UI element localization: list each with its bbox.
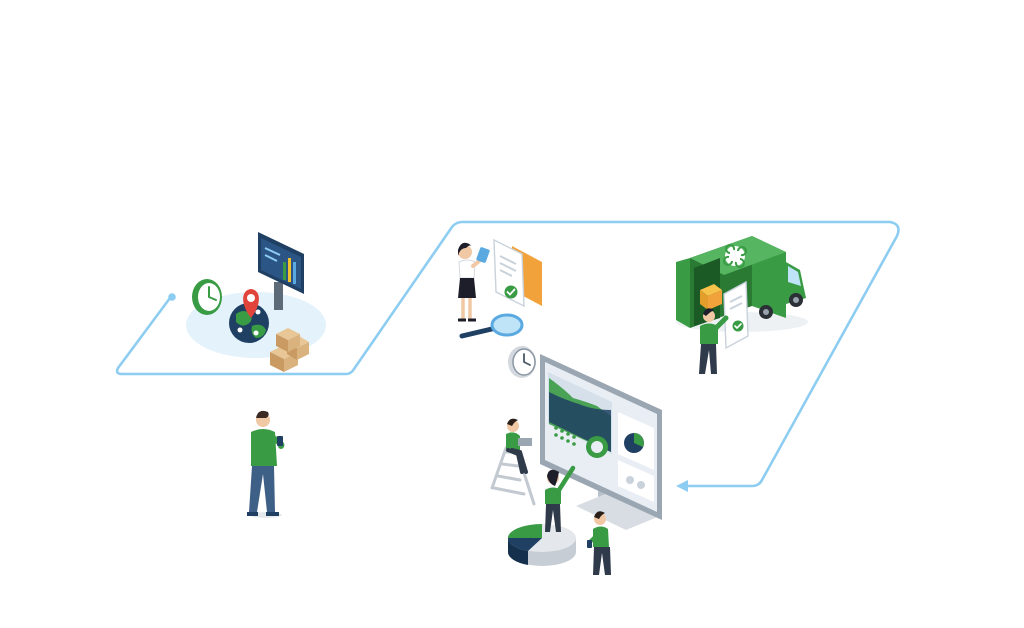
courier-icon bbox=[699, 280, 749, 374]
clock-icon bbox=[192, 279, 222, 315]
globe-icon bbox=[229, 303, 269, 343]
presenter-woman-icon bbox=[545, 465, 576, 532]
flow-arrowhead-icon bbox=[676, 480, 688, 492]
ladder-worker-icon bbox=[490, 418, 536, 506]
map-pin-icon bbox=[243, 289, 259, 318]
monitor-icon bbox=[258, 232, 304, 310]
flow-start-dot bbox=[168, 293, 176, 301]
document-check-icon bbox=[493, 238, 542, 308]
pie-chart-icon bbox=[507, 524, 576, 566]
wall-clock-icon bbox=[508, 346, 536, 378]
magnifier-icon bbox=[459, 313, 524, 339]
boxes-icon bbox=[270, 328, 309, 372]
flow-path-icon bbox=[115, 220, 900, 488]
customer-with-phone-icon bbox=[247, 410, 285, 518]
analyst-woman-icon bbox=[458, 242, 490, 322]
dashboard-monitor-icon bbox=[540, 354, 662, 530]
phone-user-icon bbox=[587, 511, 611, 575]
